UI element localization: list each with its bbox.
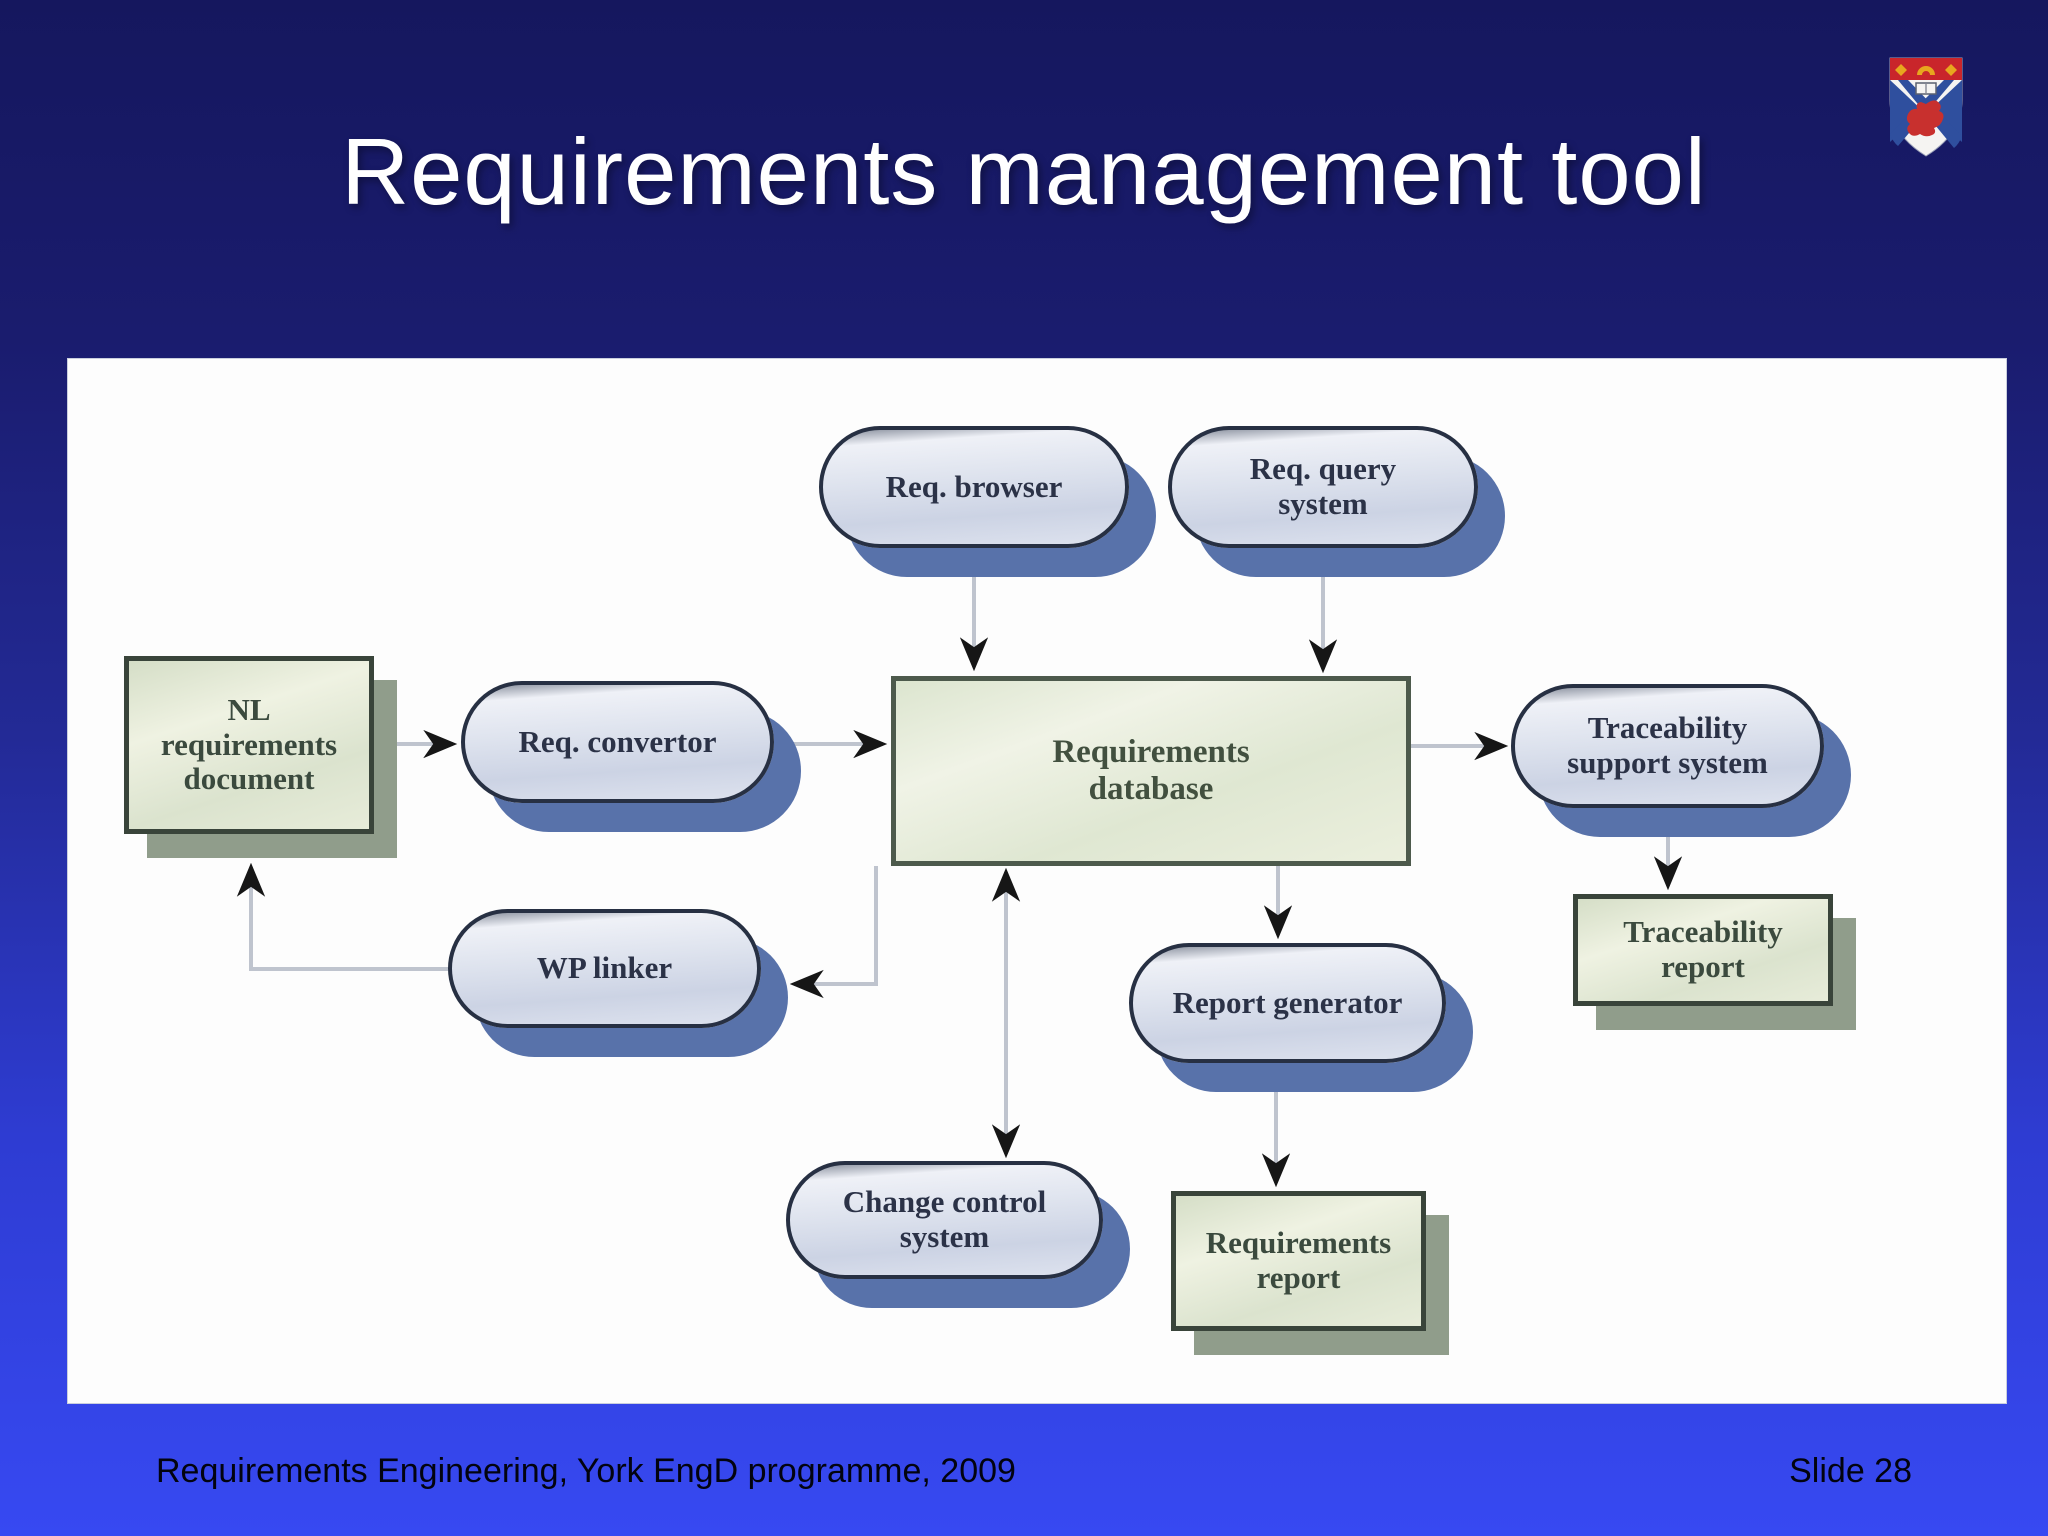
node-report-generator-label: Report generator <box>1172 984 1403 1020</box>
node-req-query-system-label: Req. query system <box>1249 451 1397 521</box>
footer-course-info: Requirements Engineering, York EngD prog… <box>156 1452 1016 1490</box>
page-title: Requirements management tool <box>341 119 1707 224</box>
node-traceability-report-label: Traceability report <box>1623 914 1783 984</box>
diagram-panel: Req. browser Req. query system NL requir… <box>67 358 2007 1404</box>
node-traceability-support-system: Traceability support system <box>1511 684 1824 808</box>
node-req-convertor: Req. convertor <box>461 681 774 803</box>
university-crest-icon <box>1889 57 1963 157</box>
node-requirements-database-label: Requirements database <box>1052 734 1250 807</box>
edge-wplinker-to-nldoc <box>236 862 448 971</box>
node-requirements-report-label: Requirements report <box>1205 1225 1392 1295</box>
node-req-browser-label: Req. browser <box>885 468 1063 504</box>
edge-database-to-wplinker <box>789 866 878 999</box>
node-nl-requirements-document-label: NL requirements document <box>160 691 338 797</box>
node-traceability-report: Traceability report <box>1573 894 1833 1006</box>
node-change-control-system-label: Change control system <box>842 1184 1047 1254</box>
node-req-convertor-label: Req. convertor <box>518 723 717 759</box>
node-req-query-system: Req. query system <box>1168 426 1478 548</box>
node-report-generator: Report generator <box>1129 943 1446 1063</box>
node-wp-linker: WP linker <box>448 909 761 1028</box>
node-req-browser: Req. browser <box>819 426 1129 548</box>
node-requirements-report: Requirements report <box>1171 1191 1426 1331</box>
node-traceability-support-system-label: Traceability support system <box>1567 710 1768 780</box>
footer-slide-number: Slide 28 <box>1789 1452 1912 1490</box>
node-nl-requirements-document: NL requirements document <box>124 656 374 834</box>
node-wp-linker-label: WP linker <box>536 950 673 986</box>
node-change-control-system: Change control system <box>786 1161 1103 1279</box>
node-requirements-database: Requirements database <box>891 676 1411 866</box>
diagram-connectors <box>236 548 1683 1188</box>
